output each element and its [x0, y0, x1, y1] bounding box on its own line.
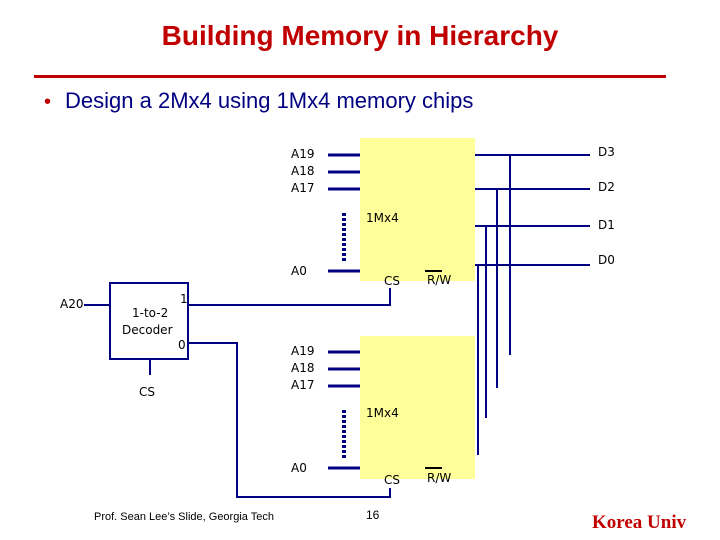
chip-bottom-addr-label: A17: [291, 378, 314, 392]
bullet-item: • Design a 2Mx4 using 1Mx4 memory chips: [44, 88, 473, 114]
chip-bottom-rw-label: R/W: [427, 471, 451, 485]
decoder-output-0-label: 0: [178, 338, 186, 352]
decoder-input-label: A20: [60, 297, 83, 311]
page-number: 16: [366, 508, 380, 522]
chip-top-addr-label: A17: [291, 181, 314, 195]
decoder-box: [109, 282, 189, 360]
bullet-dot-icon: •: [44, 91, 52, 113]
decoder-name: 1-to-2: [132, 306, 168, 320]
chip-bottom-box: [360, 336, 475, 479]
chip-top-name: 1Mx4: [366, 211, 399, 225]
chip-top-addr-label: A18: [291, 164, 314, 178]
decoder-enable-label: CS: [139, 385, 155, 399]
chip-top-rw-label: R/W: [427, 273, 451, 287]
select-wire-0: [188, 342, 391, 498]
chip-bottom-addr-label: A0: [291, 461, 307, 475]
chip-top-box: [360, 138, 475, 281]
chip-bottom-addr-label: A19: [291, 344, 314, 358]
decoder-name: Decoder: [122, 323, 173, 337]
chip-top-cs-label: CS: [384, 274, 400, 288]
data-label-d3: D3: [598, 145, 615, 159]
data-label-d1: D1: [598, 218, 615, 232]
title-divider: [34, 75, 666, 78]
bullet-text: Design a 2Mx4 using 1Mx4 memory chips: [65, 88, 474, 113]
chip-bottom-cs-label: CS: [384, 473, 400, 487]
decoder-output-1-label: 1: [180, 292, 188, 306]
data-label-d2: D2: [598, 180, 615, 194]
footer-credit: Prof. Sean Lee’s Slide, Georgia Tech: [94, 511, 274, 523]
footer-brand: Korea Univ: [592, 512, 687, 533]
select-wire-1: [188, 288, 391, 306]
chip-bottom-addr-label: A18: [291, 361, 314, 375]
slide-title: Building Memory in Hierarchy: [161, 20, 559, 51]
chip-bottom-name: 1Mx4: [366, 406, 399, 420]
chip-top-addr-label: A0: [291, 264, 307, 278]
data-label-d0: D0: [598, 253, 615, 267]
chip-top-addr-label: A19: [291, 147, 314, 161]
